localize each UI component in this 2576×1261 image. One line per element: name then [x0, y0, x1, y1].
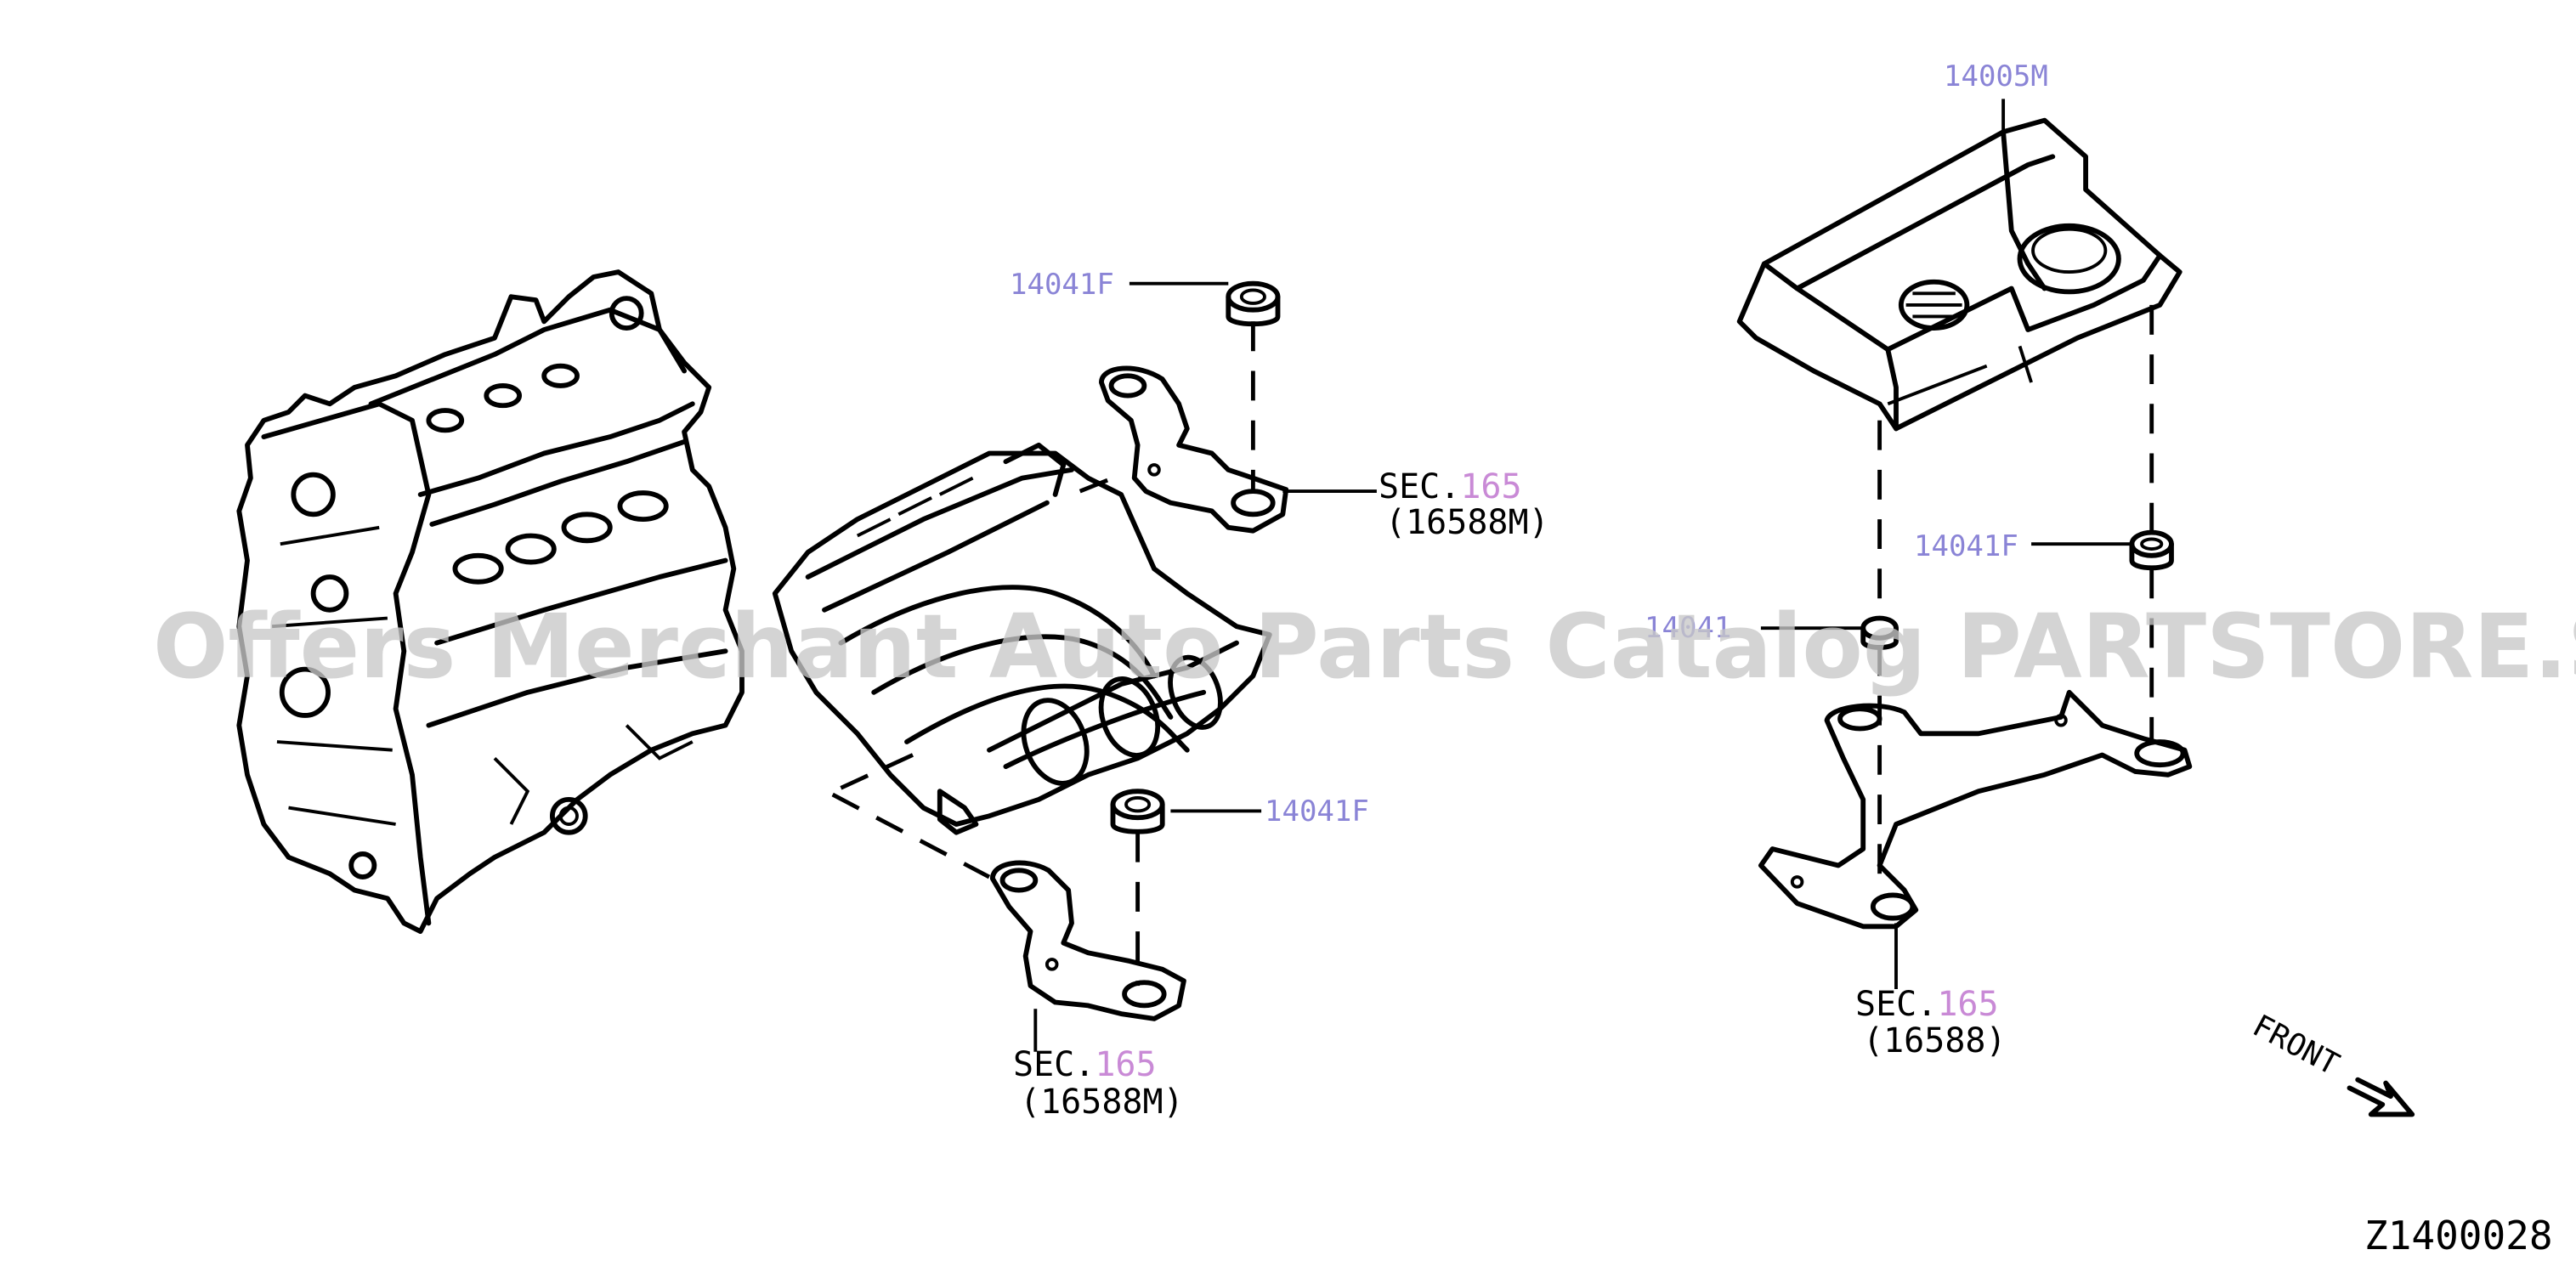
diagram-code: Z1400028	[2364, 1213, 2553, 1258]
sec-ref-1: (16588M)	[1385, 503, 1549, 542]
engine-cover	[1736, 117, 2183, 432]
grommet-lower	[1110, 789, 1165, 834]
part-label-grommet-right[interactable]: 14041F	[1914, 529, 2018, 563]
part-label-grommet-center[interactable]: 14041	[1645, 611, 1731, 645]
sec-prefix: SEC.	[1855, 985, 1937, 1024]
sec-label-1[interactable]: SEC.165	[1379, 467, 1522, 506]
front-label: FRONT	[2247, 1009, 2345, 1083]
sec-ref-3: (16588)	[1863, 1021, 2007, 1060]
sec-prefix: SEC.	[1379, 467, 1460, 506]
sec-number: 165	[1095, 1045, 1156, 1084]
sec-prefix: SEC.	[1013, 1045, 1095, 1084]
front-arrow-icon	[2347, 1077, 2415, 1117]
sec-ref-2: (16588M)	[1020, 1083, 1184, 1122]
grommet-upper	[1226, 280, 1281, 327]
engine-block	[236, 269, 744, 935]
grommet-right	[2129, 529, 2174, 571]
leader-lines	[831, 99, 2154, 1052]
bracket-right	[1758, 689, 2193, 930]
sec-number: 165	[1937, 985, 1998, 1024]
part-label-grommet-top-left[interactable]: 14041F	[1010, 268, 1114, 302]
sec-label-3[interactable]: SEC.165	[1855, 985, 1999, 1024]
part-label-cover[interactable]: 14005M	[1944, 59, 2048, 93]
part-label-grommet-mid-left[interactable]: 14041F	[1265, 794, 1369, 828]
watermark-text: Offers Merchant Auto Parts Catalog PARTS…	[153, 595, 2576, 698]
sec-label-2[interactable]: SEC.165	[1013, 1045, 1157, 1084]
sec-number: 165	[1460, 467, 1521, 506]
bracket-lower-left	[989, 860, 1186, 1021]
intake-manifold	[772, 442, 1272, 835]
